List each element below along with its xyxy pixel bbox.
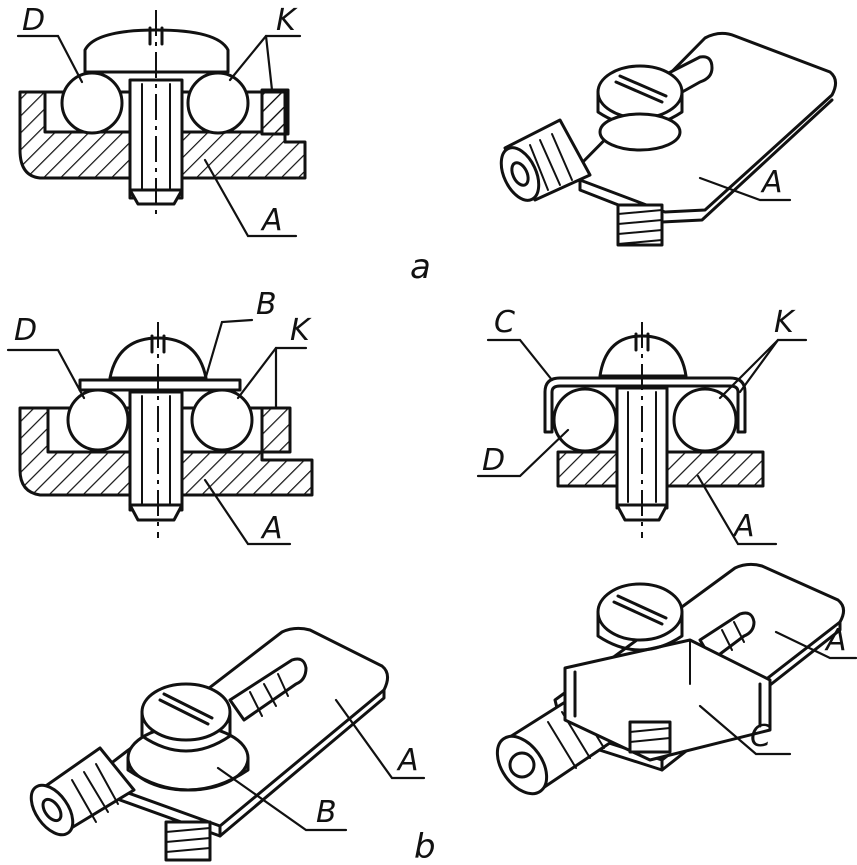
label-a: A — [260, 511, 283, 546]
label-d: D — [14, 313, 37, 348]
clip-c — [543, 376, 747, 434]
label-a: A — [396, 743, 419, 778]
caption-b: b — [414, 827, 436, 865]
label-k: K — [774, 305, 796, 340]
iso-screw-head — [596, 582, 684, 642]
panel-a-section: D K A — [16, 3, 307, 238]
label-a: A — [260, 203, 283, 238]
panel-b-iso-clip: A C — [495, 562, 857, 796]
label-b: B — [256, 287, 277, 322]
label-k: K — [290, 313, 312, 348]
wire-ball-right — [186, 71, 250, 135]
label-c: C — [494, 305, 515, 340]
label-a: A — [824, 623, 847, 658]
wire-ball-right — [190, 388, 254, 452]
label-b: B — [316, 795, 337, 830]
iso-thread — [628, 720, 672, 754]
panel-a-iso: A — [499, 31, 837, 247]
wire-ball-left — [552, 387, 618, 453]
label-k: K — [276, 3, 298, 38]
washer-b — [78, 378, 242, 392]
panel-b-section-washer: D B K A — [6, 287, 314, 546]
panel-b-iso-washer: A B — [29, 626, 426, 862]
wire-ball-left — [60, 71, 124, 135]
label-d: D — [22, 3, 45, 38]
iso-plate — [573, 31, 837, 214]
label-a: A — [732, 509, 755, 544]
wire-ball-left — [66, 388, 130, 452]
screw-shaft — [128, 390, 184, 512]
iso-thread — [616, 203, 664, 247]
wire-ball-right — [672, 387, 738, 453]
plate-lip — [260, 88, 290, 136]
panel-b-section-clip: C K D A — [476, 305, 808, 546]
label-a: A — [760, 165, 783, 200]
label-d: D — [482, 443, 505, 478]
caption-a: a — [410, 247, 431, 287]
label-c: C — [750, 719, 771, 754]
